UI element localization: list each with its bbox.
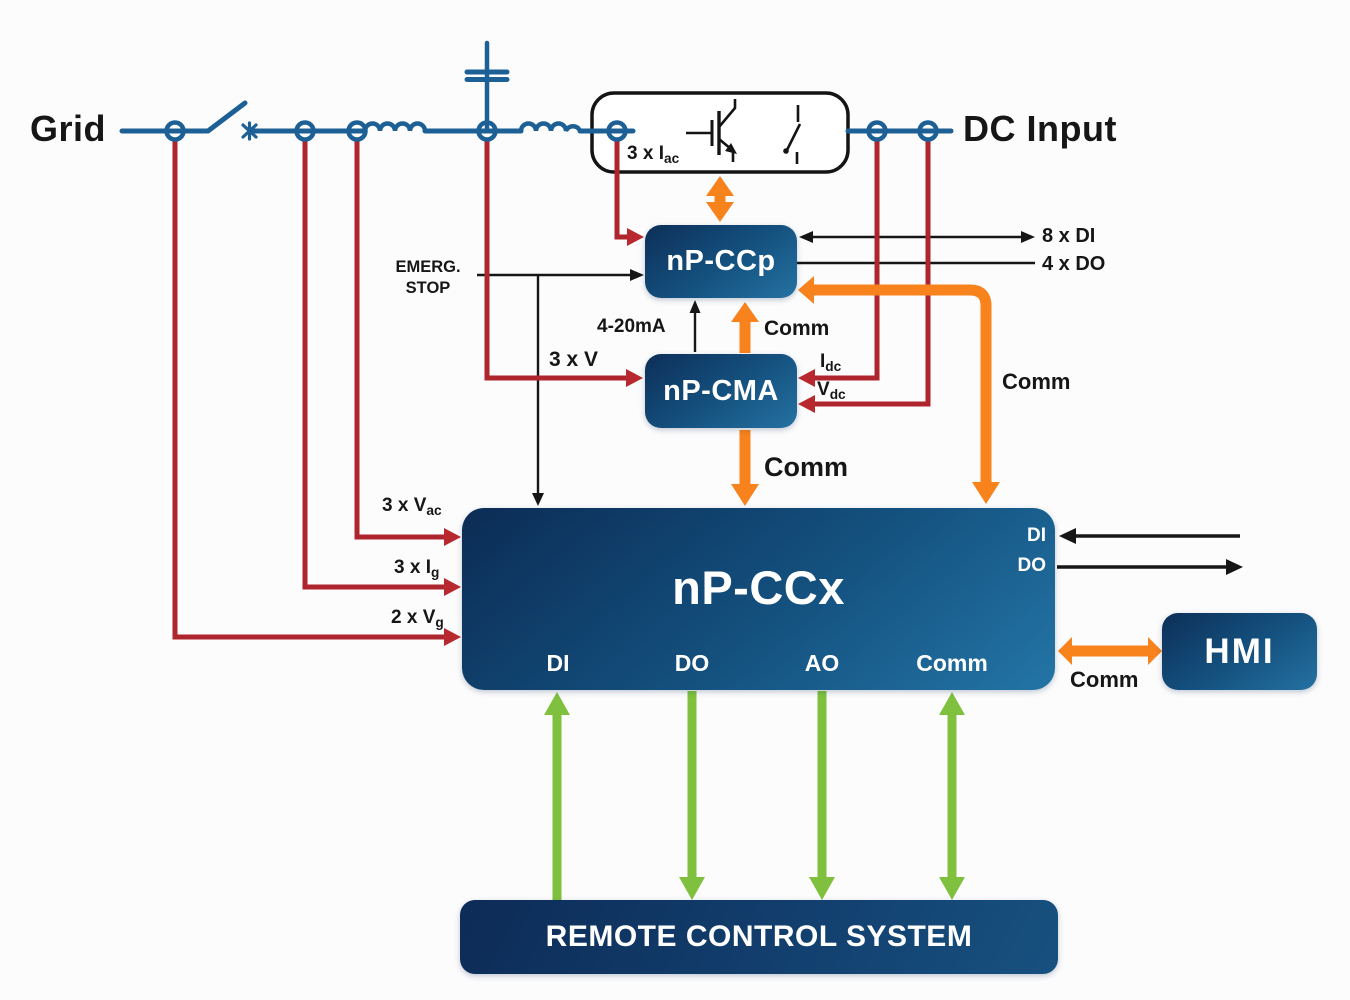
- remote-title: REMOTE CONTROL SYSTEM: [545, 920, 973, 953]
- black-signal-lines: [477, 231, 1035, 506]
- ccx-right-port-di: DI: [1027, 525, 1046, 546]
- contactor-symbol: [783, 105, 802, 164]
- ccx-di-arrowhead: [1059, 528, 1076, 544]
- disconnect-switch-blade: [205, 100, 248, 134]
- contactor-pivot-dot: [783, 148, 789, 154]
- comm-cma-ccx-arrow: [731, 430, 759, 506]
- remote-di-arrow: [544, 692, 570, 900]
- hmi-box: HMI: [1162, 613, 1317, 690]
- measurement-arrowheads: [444, 228, 815, 646]
- comm-converter-ccp: [706, 176, 734, 222]
- vac-label: 3 x Vac: [382, 495, 442, 518]
- current-loop-label: 4-20mA: [597, 316, 666, 337]
- remote-box: REMOTE CONTROL SYSTEM: [460, 900, 1058, 974]
- cma-box: nP-CMA: [645, 354, 797, 428]
- ccx-do-arrowhead: [1226, 559, 1243, 575]
- ig-arrowhead: [444, 578, 461, 596]
- measurement-lines: [172, 140, 931, 640]
- di8-arrowhead-right: [1021, 231, 1035, 243]
- vac-arrowhead: [444, 528, 461, 546]
- ccx-right-io-lines: [1057, 528, 1243, 575]
- di8-arrowhead-left: [799, 231, 813, 243]
- vg-label: 2 x Vg: [391, 607, 444, 630]
- comm-links: [706, 176, 1162, 665]
- inductor-1: [362, 121, 428, 134]
- ccx-port-do: DO: [674, 650, 710, 676]
- ccx-right-port-do: DO: [1017, 555, 1047, 576]
- ccx-box: nP-CCx: [462, 508, 1055, 690]
- vdc-label: Vdc: [817, 379, 846, 402]
- current-loop-arrowhead: [689, 300, 701, 313]
- hmi-title: HMI: [1204, 632, 1275, 671]
- idc-line: [813, 140, 880, 381]
- vg-arrowhead: [444, 628, 461, 646]
- ig-label: 3 x Ig: [394, 557, 440, 580]
- remote-comm-arrow: [939, 692, 965, 900]
- ccp-box: nP-CCp: [645, 225, 797, 298]
- emerg-stop-branch-arrowhead: [532, 493, 544, 506]
- converter-current-label: 3 x Iac: [627, 143, 680, 166]
- ccx-port-comm: Comm: [916, 650, 988, 676]
- emerg-stop-arrowhead: [630, 269, 644, 281]
- vdc-arrowhead: [798, 395, 815, 413]
- vdc-line: [813, 140, 931, 407]
- v3-line: [484, 140, 628, 381]
- inductor-2: [518, 121, 583, 134]
- di8-label: 8 x DI: [1042, 225, 1096, 247]
- ig-line: [302, 140, 445, 590]
- comm-cma-ccp-label: Comm: [764, 317, 830, 340]
- ccx-port-di: DI: [546, 650, 570, 676]
- ccp-title: nP-CCp: [666, 245, 776, 277]
- comm-hmi-label: Comm: [1070, 667, 1139, 692]
- do4-label: 4 x DO: [1042, 253, 1106, 275]
- igbt-symbol: [686, 99, 737, 162]
- iac-line: [614, 140, 629, 240]
- ccx-title: nP-CCx: [672, 561, 845, 614]
- igbt-emitter-arrow: [725, 143, 737, 154]
- comm-ccx-hmi-arrow: [1058, 637, 1162, 665]
- emerg-stop-label: EMERG. STOP: [395, 258, 461, 297]
- remote-links: [544, 691, 965, 900]
- v3-arrowhead: [626, 369, 643, 387]
- comm-cma-ccx-label: Comm: [764, 452, 849, 482]
- vac-line: [354, 140, 445, 540]
- iac-arrowhead: [627, 228, 644, 246]
- comm-ccp-ccx-path: [798, 276, 1000, 504]
- remote-ao-arrow: [809, 691, 835, 900]
- idc-arrowhead: [798, 369, 815, 387]
- breaker-symbol: [241, 121, 258, 141]
- remote-do-arrow: [679, 691, 705, 900]
- power-bus: [119, 40, 954, 141]
- grid-label: Grid: [30, 108, 107, 149]
- cma-title: nP-CMA: [663, 375, 779, 407]
- ccx-port-ao: AO: [804, 650, 840, 676]
- comm-ccp-ccx-label: Comm: [1002, 369, 1071, 394]
- comm-cma-ccp-arrow: [731, 302, 759, 353]
- filter-capacitor: [464, 40, 510, 131]
- v3-label: 3 x V: [549, 348, 599, 371]
- vg-line: [172, 140, 445, 640]
- idc-label: Idc: [820, 351, 842, 374]
- dc-input-label: DC Input: [963, 108, 1117, 149]
